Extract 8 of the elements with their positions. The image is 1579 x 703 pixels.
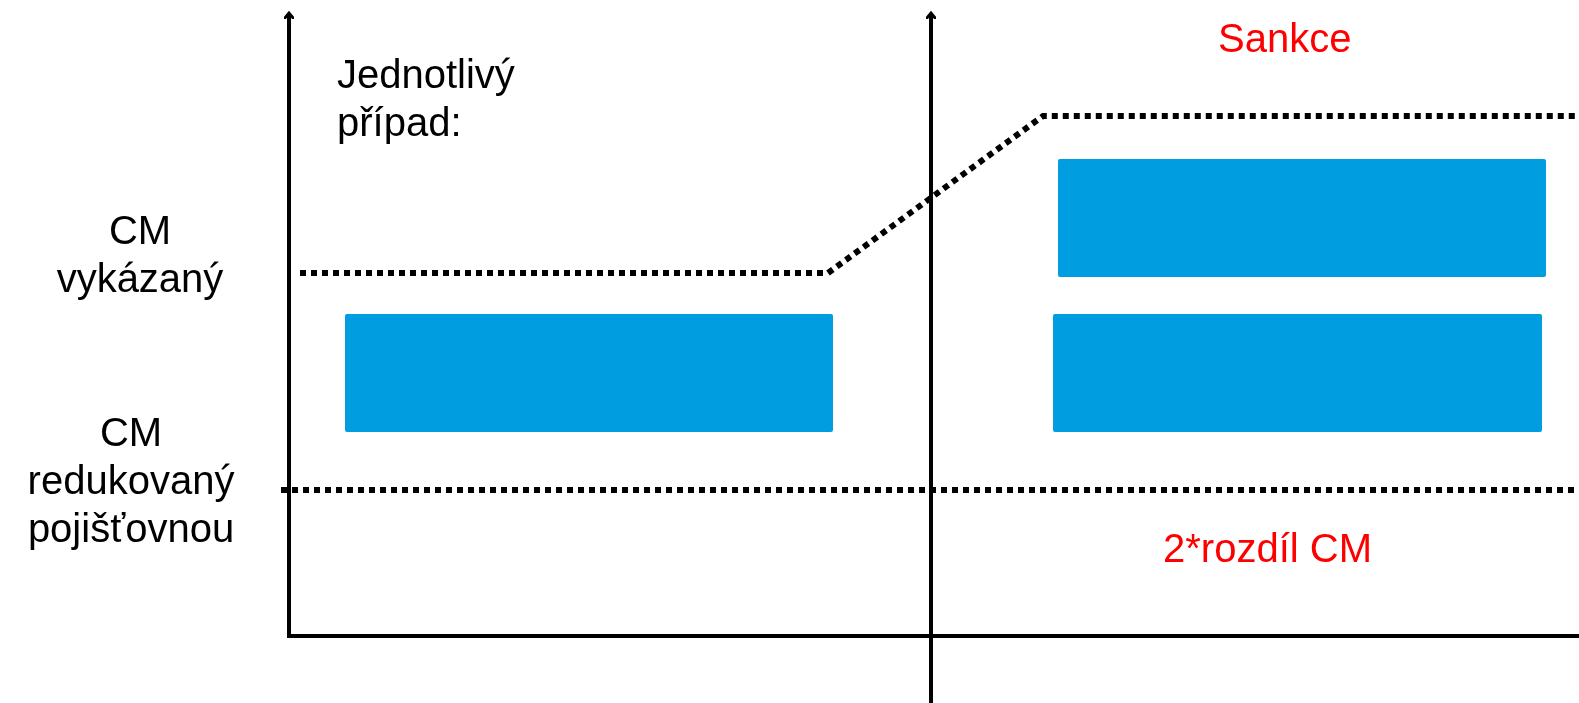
heading-text: Jednotlivý případ: bbox=[337, 51, 516, 146]
annotation-text: Sankce bbox=[1218, 15, 1352, 62]
bar bbox=[345, 314, 833, 432]
annotation-text: 2*rozdíl CM bbox=[1163, 525, 1372, 572]
bar bbox=[1053, 314, 1542, 432]
axis-label: CM vykázaný bbox=[55, 207, 225, 302]
bar bbox=[1058, 159, 1546, 277]
axis-label: CM redukovaný pojišťovnou bbox=[26, 409, 236, 552]
